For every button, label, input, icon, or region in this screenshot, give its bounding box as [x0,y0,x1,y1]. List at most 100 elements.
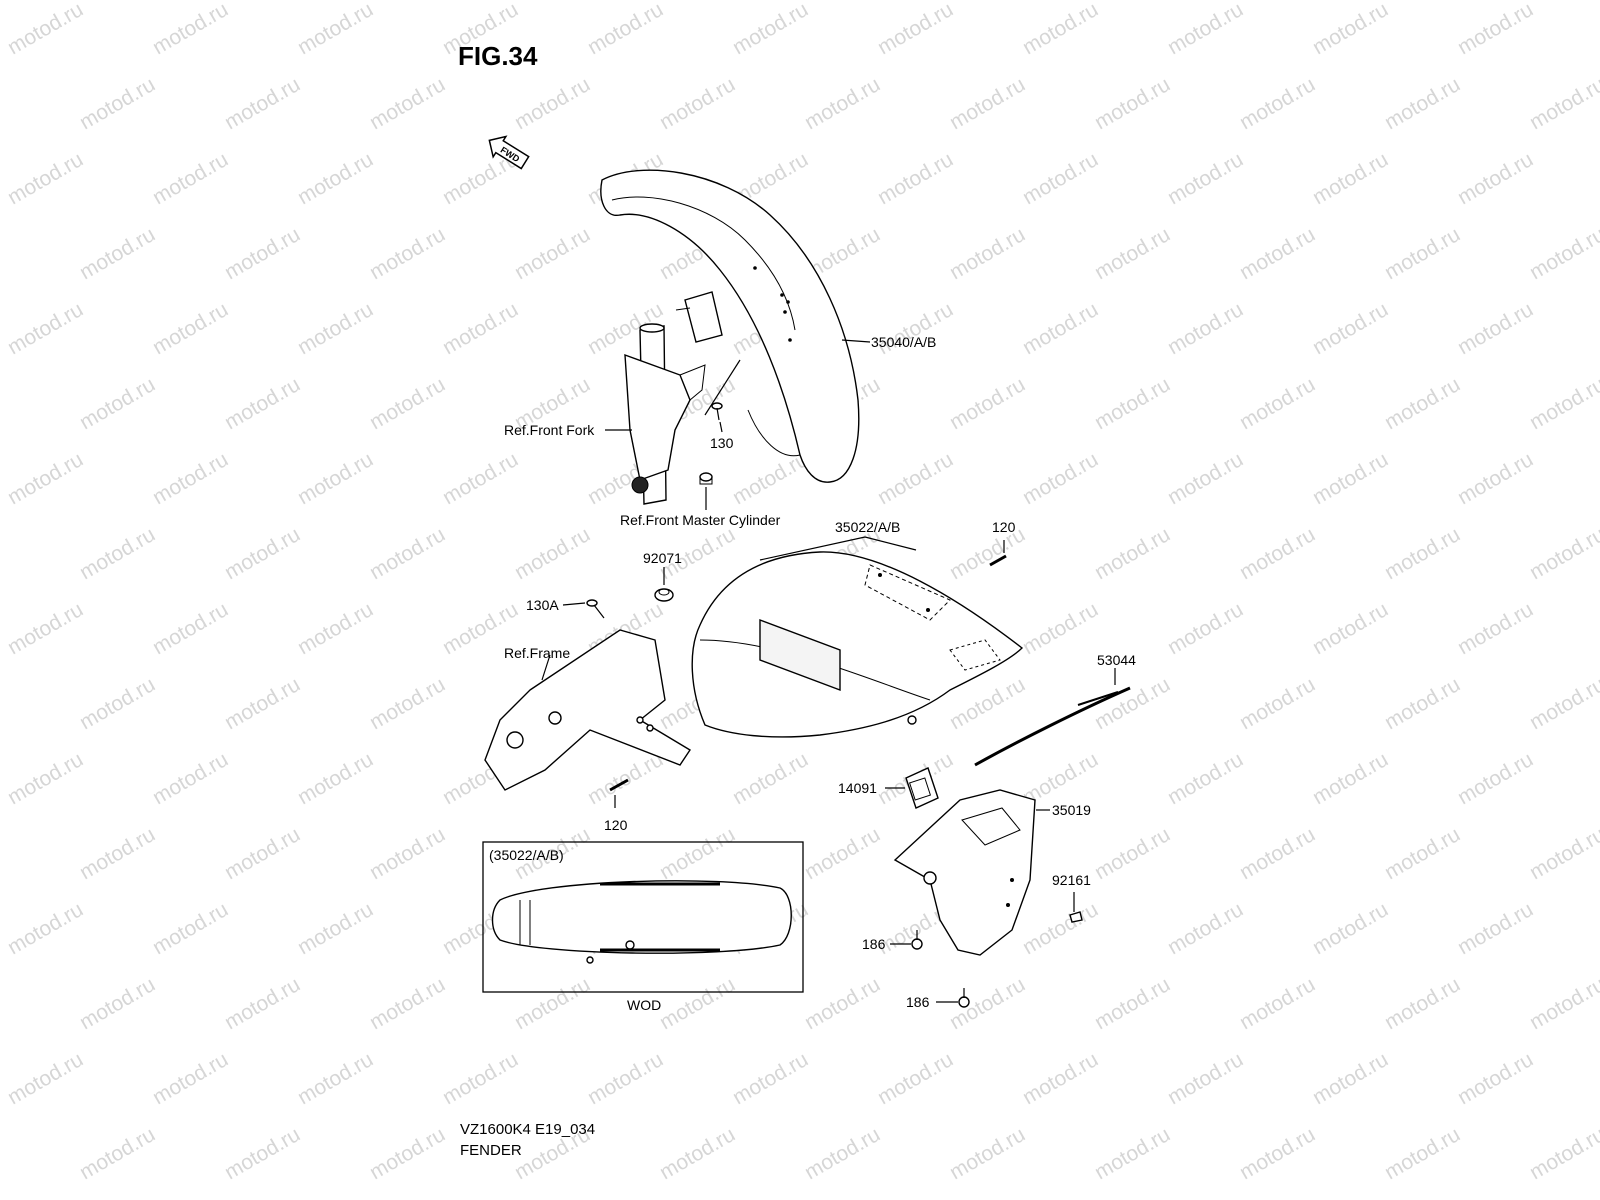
watermark-text: motod.ru [149,448,232,509]
watermark-text: motod.ru [801,73,884,134]
watermark-text: motod.ru [76,823,159,884]
watermark-text: motod.ru [1164,898,1247,959]
watermark-text: motod.ru [656,823,739,884]
watermark-text: motod.ru [729,0,812,59]
bolt-130a-part [586,599,605,619]
watermark-text: motod.ru [4,598,87,659]
watermark-text: motod.ru [1091,823,1174,884]
rear-flap-35019-part [893,789,1036,956]
watermark-text: motod.ru [584,748,667,809]
watermark-text: motod.ru [76,223,159,284]
watermark-text: motod.ru [1526,523,1600,584]
watermark-text: motod.ru [801,973,884,1034]
figure-title: FIG.34 [458,41,538,71]
watermark-text: motod.ru [1454,298,1537,359]
watermark-text: motod.ru [946,523,1029,584]
watermark-text: motod.ru [1381,223,1464,284]
watermark-text: motod.ru [221,1123,304,1184]
watermark-text: motod.ru [221,73,304,134]
watermark-text: motod.ru [1526,373,1600,434]
callout-ref-front-fork: Ref.Front Fork [504,422,595,438]
watermark-text: motod.ru [946,73,1029,134]
callout-bolt-120-top: 120 [992,519,1016,535]
watermark-text: motod.ru [1381,73,1464,134]
watermark-text: motod.ru [366,823,449,884]
watermark-text: motod.ru [1091,1123,1174,1184]
watermark-text: motod.ru [149,148,232,209]
cushion-92071-part [654,588,674,602]
watermark-text: motod.ru [656,73,739,134]
watermark-text: motod.ru [1164,148,1247,209]
watermark-text: motod.ru [4,148,87,209]
watermark-text: motod.ru [511,73,594,134]
watermark-text: motod.ru [946,1123,1029,1184]
watermark-text: motod.ru [874,148,957,209]
watermark-text: motod.ru [874,0,957,59]
watermark-text: motod.ru [801,1123,884,1184]
watermark-text: motod.ru [1019,298,1102,359]
watermark-text: motod.ru [1381,523,1464,584]
watermark-text: motod.ru [511,973,594,1034]
callout-strap-53044: 53044 [1097,652,1136,668]
watermark-text: motod.ru [76,673,159,734]
watermark-text: motod.ru [1019,448,1102,509]
watermark-text: motod.ru [1526,973,1600,1034]
watermark-text: motod.ru [366,523,449,584]
watermark-text: motod.ru [294,448,377,509]
callout-rear-fender: 35022/A/B [835,519,900,535]
watermark-text: motod.ru [1019,598,1102,659]
watermark-text: motod.ru [1309,1048,1392,1109]
watermark-text: motod.ru [511,523,594,584]
bolt-130-part [711,402,723,421]
callout-grommet-14091: 14091 [838,780,877,796]
watermark-text: motod.ru [1454,1048,1537,1109]
watermark-text: motod.ru [366,73,449,134]
footer-name: FENDER [460,1142,522,1159]
callout-screw-186-lower: 186 [906,994,930,1010]
watermark-text: motod.ru [76,523,159,584]
watermark-text: motod.ru [221,373,304,434]
watermark-text: motod.ru [1309,148,1392,209]
watermark-text: motod.ru [946,373,1029,434]
watermark-text: motod.ru [1236,823,1319,884]
watermark-text: motod.ru [1526,223,1600,284]
callout-rear-flap-35019: 35019 [1052,802,1091,818]
watermark-text: motod.ru [149,748,232,809]
watermark-text: motod.ru [294,898,377,959]
watermark-text: motod.ru [1309,0,1392,59]
watermark-text: motod.ru [874,1048,957,1109]
watermark-text: motod.ru [366,673,449,734]
callout-bolt-120-bottom: 120 [604,817,628,833]
watermark-text: motod.ru [1236,373,1319,434]
watermark-text: motod.ru [294,298,377,359]
watermark-text: motod.ru [366,223,449,284]
watermark-text: motod.ru [656,973,739,1034]
watermark-text: motod.ru [294,1048,377,1109]
callout-cushion-92071: 92071 [643,550,682,566]
watermark-text: motod.ru [1164,748,1247,809]
watermark-text: motod.ru [1454,148,1537,209]
watermark-text: motod.ru [4,898,87,959]
watermark-text: motod.ru [366,973,449,1034]
grommet-14091-part [905,767,939,809]
watermark-text: motod.ru [1454,0,1537,59]
front-fork-part [624,323,706,505]
callout-screw-186-upper: 186 [862,936,886,952]
watermark-text: motod.ru [4,298,87,359]
watermark-text: motod.ru [4,1048,87,1109]
frame-part [484,629,691,791]
watermark-text: motod.ru [1236,223,1319,284]
watermark-text: motod.ru [439,1048,522,1109]
watermark-text: motod.ru [1381,673,1464,734]
inset-caption: WOD [627,997,661,1013]
watermark-text: motod.ru [1381,1123,1464,1184]
watermark-text: motod.ru [1454,448,1537,509]
watermark-text: motod.ru [1091,373,1174,434]
rear-fender-part [691,551,1024,738]
watermark-text: motod.ru [439,448,522,509]
watermark-text: motod.ru [511,223,594,284]
watermark-text: motod.ru [221,523,304,584]
clamp-92161-part [1069,911,1083,923]
master-cylinder-part [699,472,713,485]
